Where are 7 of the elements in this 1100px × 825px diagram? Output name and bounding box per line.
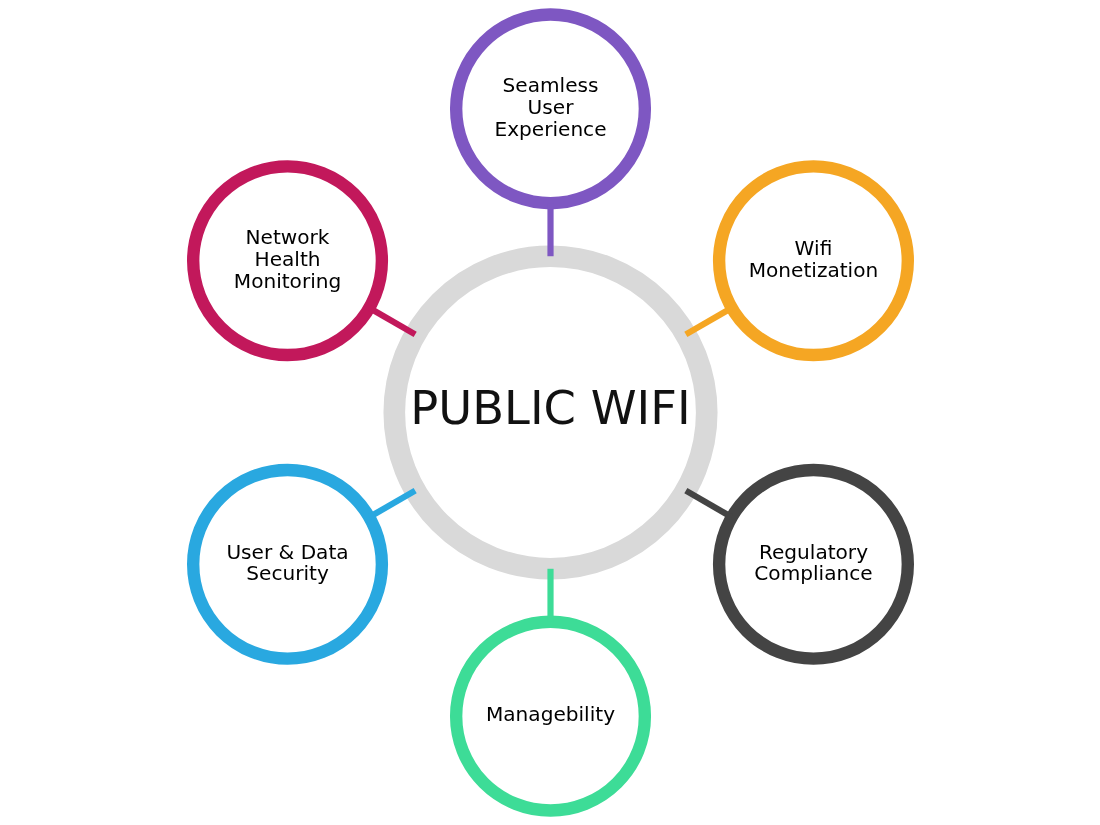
node-circle: Regulatory Compliance xyxy=(712,463,914,665)
node-circle: Wifi Monetization xyxy=(712,160,914,362)
node-circle: Network Health Monitoring xyxy=(186,160,388,362)
node-circle: Managebility xyxy=(449,615,651,817)
node-circle: PUBLIC WIFI xyxy=(382,245,718,580)
node-circle: User & Data Security xyxy=(186,463,388,665)
node-circle: Seamless User Experience xyxy=(449,8,651,210)
